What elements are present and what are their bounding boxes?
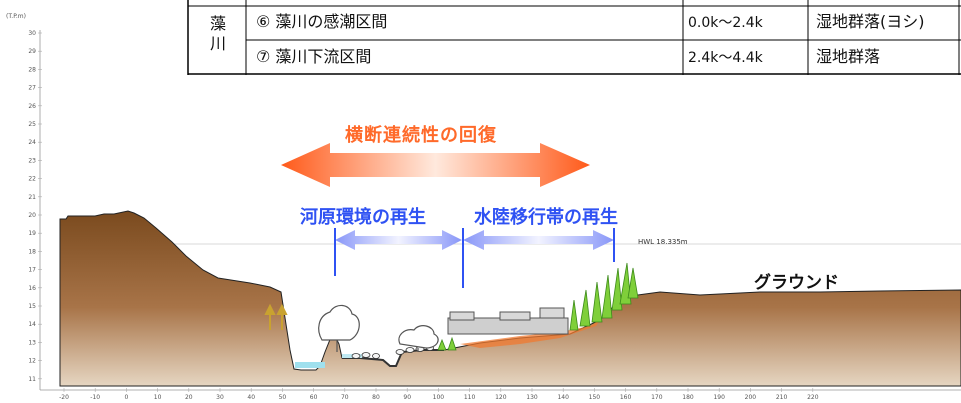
x-tick-label: -10 [90, 394, 100, 401]
red-vegetation-band [460, 320, 600, 348]
y-axis-unit: (T.P.m) [6, 13, 26, 20]
y-tick-label: 24 [28, 139, 36, 146]
y-tick-label: 23 [28, 157, 36, 164]
row-1-name: ⑥ 藻川の感潮区間 [256, 12, 388, 31]
row-2-name: ⑦ 藻川下流区間 [256, 47, 372, 66]
row-2-vegetation: 湿地群落 [816, 47, 881, 66]
y-tick-label: 15 [28, 303, 36, 310]
y-tick-label: 17 [28, 267, 36, 274]
table-grid [187, 0, 961, 75]
transverse-label: 横断連続性の回復 [345, 125, 497, 146]
row-1-vegetation: 湿地群落(ヨシ) [816, 12, 925, 31]
y-tick-label: 13 [28, 339, 36, 346]
riverbed-label: 河原環境の再生 [300, 207, 426, 228]
x-tick-label: 210 [776, 394, 788, 401]
x-tick-label: 150 [589, 394, 601, 401]
row-1-range: 0.0k〜2.4k [688, 15, 763, 31]
reed-vegetation [447, 307, 569, 335]
riverbed-arrow [335, 230, 462, 250]
y-tick-label: 21 [28, 194, 36, 201]
x-tick-label: 40 [247, 394, 255, 401]
x-axis: -20 -10 0 10 20 30 40 50 60 70 80 90 100 110 120 130 140… [40, 388, 961, 401]
x-tick-label: 0 [124, 394, 128, 401]
section-label: 藻川 [210, 14, 227, 53]
y-axis-ticks: 11 12 13 14 15 16 17 18 19 20 21 22 23 24 25 26 27 28 29 30 [28, 30, 42, 383]
y-tick-label: 11 [28, 376, 36, 383]
x-tick-label: 10 [154, 394, 162, 401]
x-tick-label: 70 [341, 394, 349, 401]
y-tick-label: 22 [28, 176, 36, 183]
x-tick-label: 190 [713, 394, 725, 401]
x-tick-label: 200 [745, 394, 757, 401]
y-tick-label: 28 [28, 66, 36, 73]
y-tick-label: 12 [28, 358, 36, 365]
x-tick-label: 110 [464, 394, 476, 401]
y-tick-label: 30 [28, 30, 36, 37]
x-tick-label: 100 [433, 394, 445, 401]
x-tick-label: 130 [526, 394, 538, 401]
y-tick-label: 27 [28, 85, 36, 92]
y-tick-label: 19 [28, 230, 36, 237]
y-tick-label: 14 [28, 321, 36, 328]
x-tick-label: 30 [216, 394, 224, 401]
riparian-trees [318, 304, 439, 352]
y-tick-label: 29 [28, 48, 36, 55]
x-tick-label: 120 [495, 394, 507, 401]
y-tick-label: 25 [28, 121, 36, 128]
x-axis-ticks: -20 -10 0 10 20 30 40 50 60 70 80 90 100 110 120 130 140… [59, 388, 819, 401]
x-tick-label: 160 [620, 394, 632, 401]
x-tick-label: 60 [310, 394, 318, 401]
wetland-sedges [437, 262, 639, 351]
hwl-label: HWL 18.335m [638, 238, 688, 246]
x-tick-label: -20 [59, 394, 69, 401]
x-tick-label: 140 [557, 394, 569, 401]
transverse-arrow [281, 143, 590, 187]
y-axis: 11 12 13 14 15 16 17 18 19 20 21 22 23 24 25 26 27 28 29 30 [28, 30, 42, 390]
transition-arrow [463, 230, 614, 250]
zone-dividers [334, 228, 615, 288]
x-tick-label: 220 [807, 394, 819, 401]
growth-arrows [264, 303, 288, 330]
ground-label: グラウンド [754, 273, 839, 293]
y-tick-label: 16 [28, 285, 36, 292]
y-tick-label: 20 [28, 212, 36, 219]
row-2-range: 2.4k〜4.4k [688, 50, 763, 66]
x-tick-label: 180 [682, 394, 694, 401]
x-tick-label: 50 [279, 394, 287, 401]
x-tick-label: 80 [372, 394, 380, 401]
y-tick-label: 26 [28, 103, 36, 110]
x-tick-label: 170 [651, 394, 663, 401]
transition-label: 水陸移行帯の再生 [474, 207, 618, 228]
x-tick-label: 90 [403, 394, 411, 401]
y-tick-label: 18 [28, 248, 36, 255]
x-tick-label: 20 [185, 394, 193, 401]
